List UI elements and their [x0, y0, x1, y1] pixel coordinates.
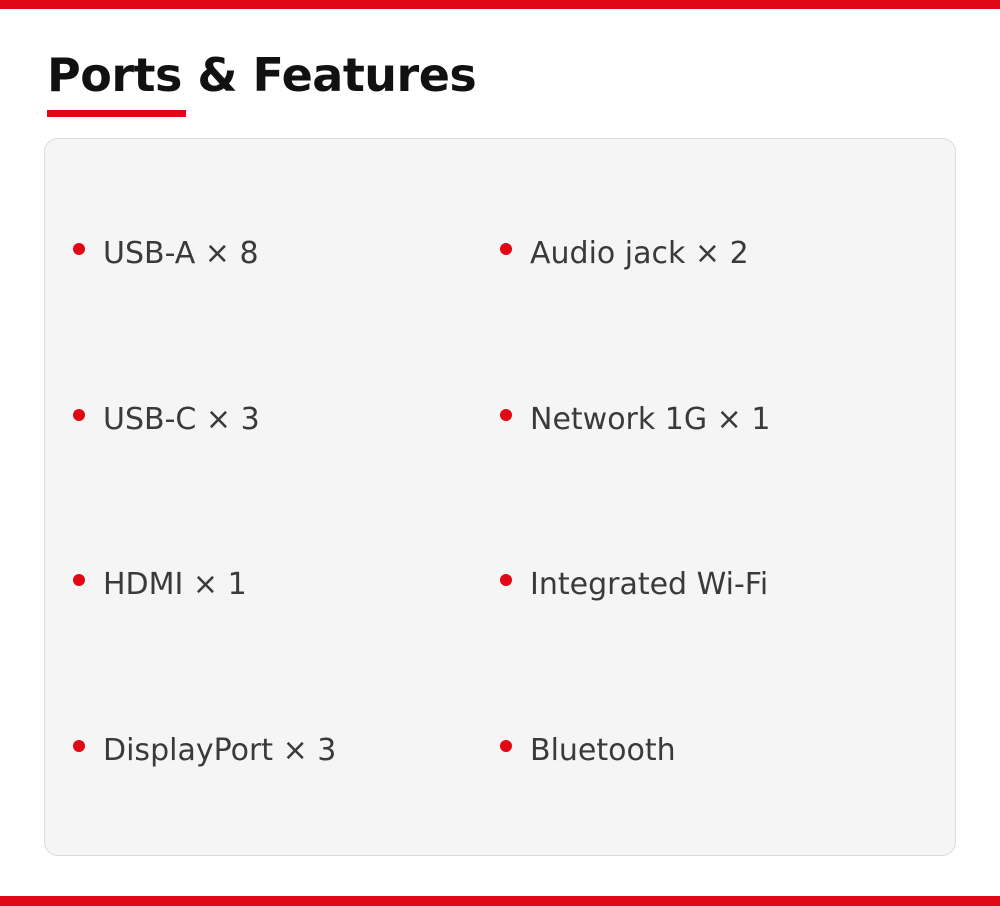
bullet-dot-icon: [500, 574, 512, 586]
bullet-dot-icon: [73, 409, 85, 421]
feature-label: USB-C × 3: [103, 402, 260, 437]
feature-item-wifi: Integrated Wi-Fi: [500, 565, 768, 605]
feature-item-bluetooth: Bluetooth: [500, 731, 676, 771]
feature-item-usb-c: USB-C × 3: [73, 400, 260, 440]
feature-label: Network 1G × 1: [530, 402, 771, 437]
page-title: Ports & Features: [47, 48, 477, 102]
top-accent-bar: [0, 0, 1000, 9]
title-underline: [47, 110, 186, 117]
bullet-dot-icon: [500, 409, 512, 421]
bullet-dot-icon: [500, 740, 512, 752]
feature-item-audio-jack: Audio jack × 2: [500, 234, 749, 274]
feature-label: Integrated Wi-Fi: [530, 567, 769, 602]
bullet-dot-icon: [500, 243, 512, 255]
feature-item-network: Network 1G × 1: [500, 400, 770, 440]
bullet-dot-icon: [73, 243, 85, 255]
bottom-accent-bar: [0, 896, 1000, 906]
feature-item-hdmi: HDMI × 1: [73, 565, 247, 605]
feature-item-displayport: DisplayPort × 3: [73, 731, 336, 771]
feature-label: HDMI × 1: [103, 567, 247, 602]
feature-item-usb-a: USB-A × 8: [73, 234, 259, 274]
bullet-dot-icon: [73, 574, 85, 586]
feature-label: USB-A × 8: [103, 236, 259, 271]
feature-label: DisplayPort × 3: [103, 733, 337, 768]
features-panel: [44, 138, 956, 856]
feature-label: Audio jack × 2: [530, 236, 749, 271]
bullet-dot-icon: [73, 740, 85, 752]
feature-label: Bluetooth: [530, 733, 676, 768]
